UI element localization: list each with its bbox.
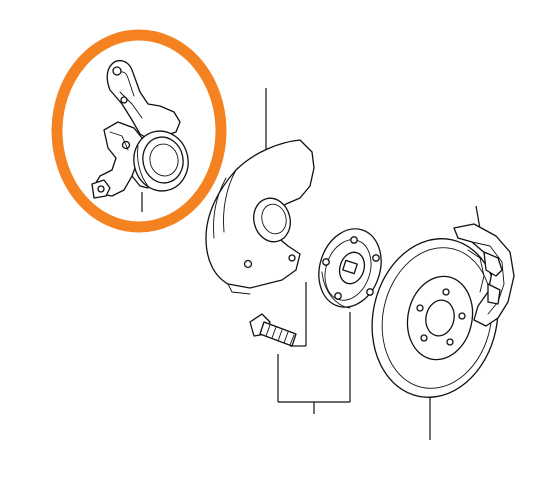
dust-shield[interactable] [205,88,315,295]
wheel-hub[interactable] [309,221,391,316]
bracket-leader [277,282,351,414]
highlight-circle [51,29,227,233]
hub-bolt[interactable] [249,313,297,347]
brake-caliper[interactable] [453,205,515,327]
brake-disc[interactable] [358,227,513,440]
steering-knuckle[interactable] [91,59,194,212]
